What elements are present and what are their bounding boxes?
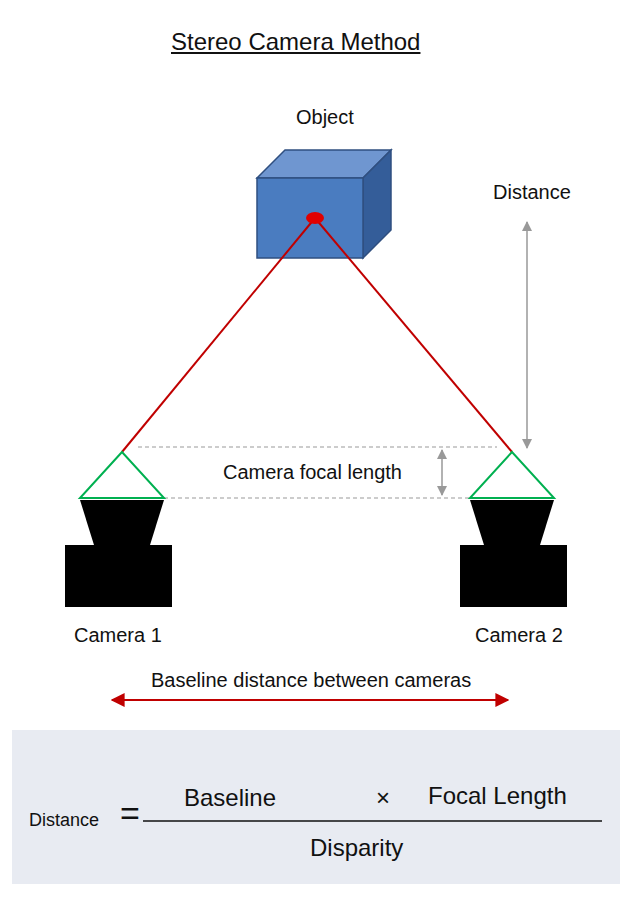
object-cube bbox=[257, 150, 391, 258]
camera-2 bbox=[460, 452, 567, 607]
camera-label: Camera 1 bbox=[74, 624, 162, 647]
diagram-title: Stereo Camera Method bbox=[171, 28, 420, 56]
distance-label: Distance bbox=[493, 181, 571, 204]
distance-arrow bbox=[526, 222, 528, 448]
formula-term: Baseline bbox=[184, 784, 276, 812]
guide-line bbox=[164, 497, 470, 498]
guide-line bbox=[138, 446, 497, 447]
formula-term: Distance bbox=[29, 810, 99, 831]
formula-term: Focal Length bbox=[428, 782, 567, 810]
baseline-arrow bbox=[112, 699, 508, 701]
formula-panel: Distance = Baseline × Focal LengthDisparity bbox=[12, 730, 620, 884]
formula-term: Disparity bbox=[310, 834, 403, 862]
focal-arrow bbox=[441, 450, 443, 495]
camera-label: Camera 2 bbox=[475, 624, 563, 647]
formula-operator: × bbox=[376, 784, 390, 812]
object-label: Object bbox=[296, 106, 354, 129]
camera-1 bbox=[65, 452, 172, 607]
sight-line bbox=[315, 218, 512, 452]
formula-equals: = bbox=[120, 794, 140, 833]
baseline-label: Baseline distance between cameras bbox=[151, 669, 471, 692]
focal-length-label: Camera focal length bbox=[220, 461, 405, 484]
target-point bbox=[306, 212, 324, 224]
sight-line bbox=[122, 218, 315, 452]
